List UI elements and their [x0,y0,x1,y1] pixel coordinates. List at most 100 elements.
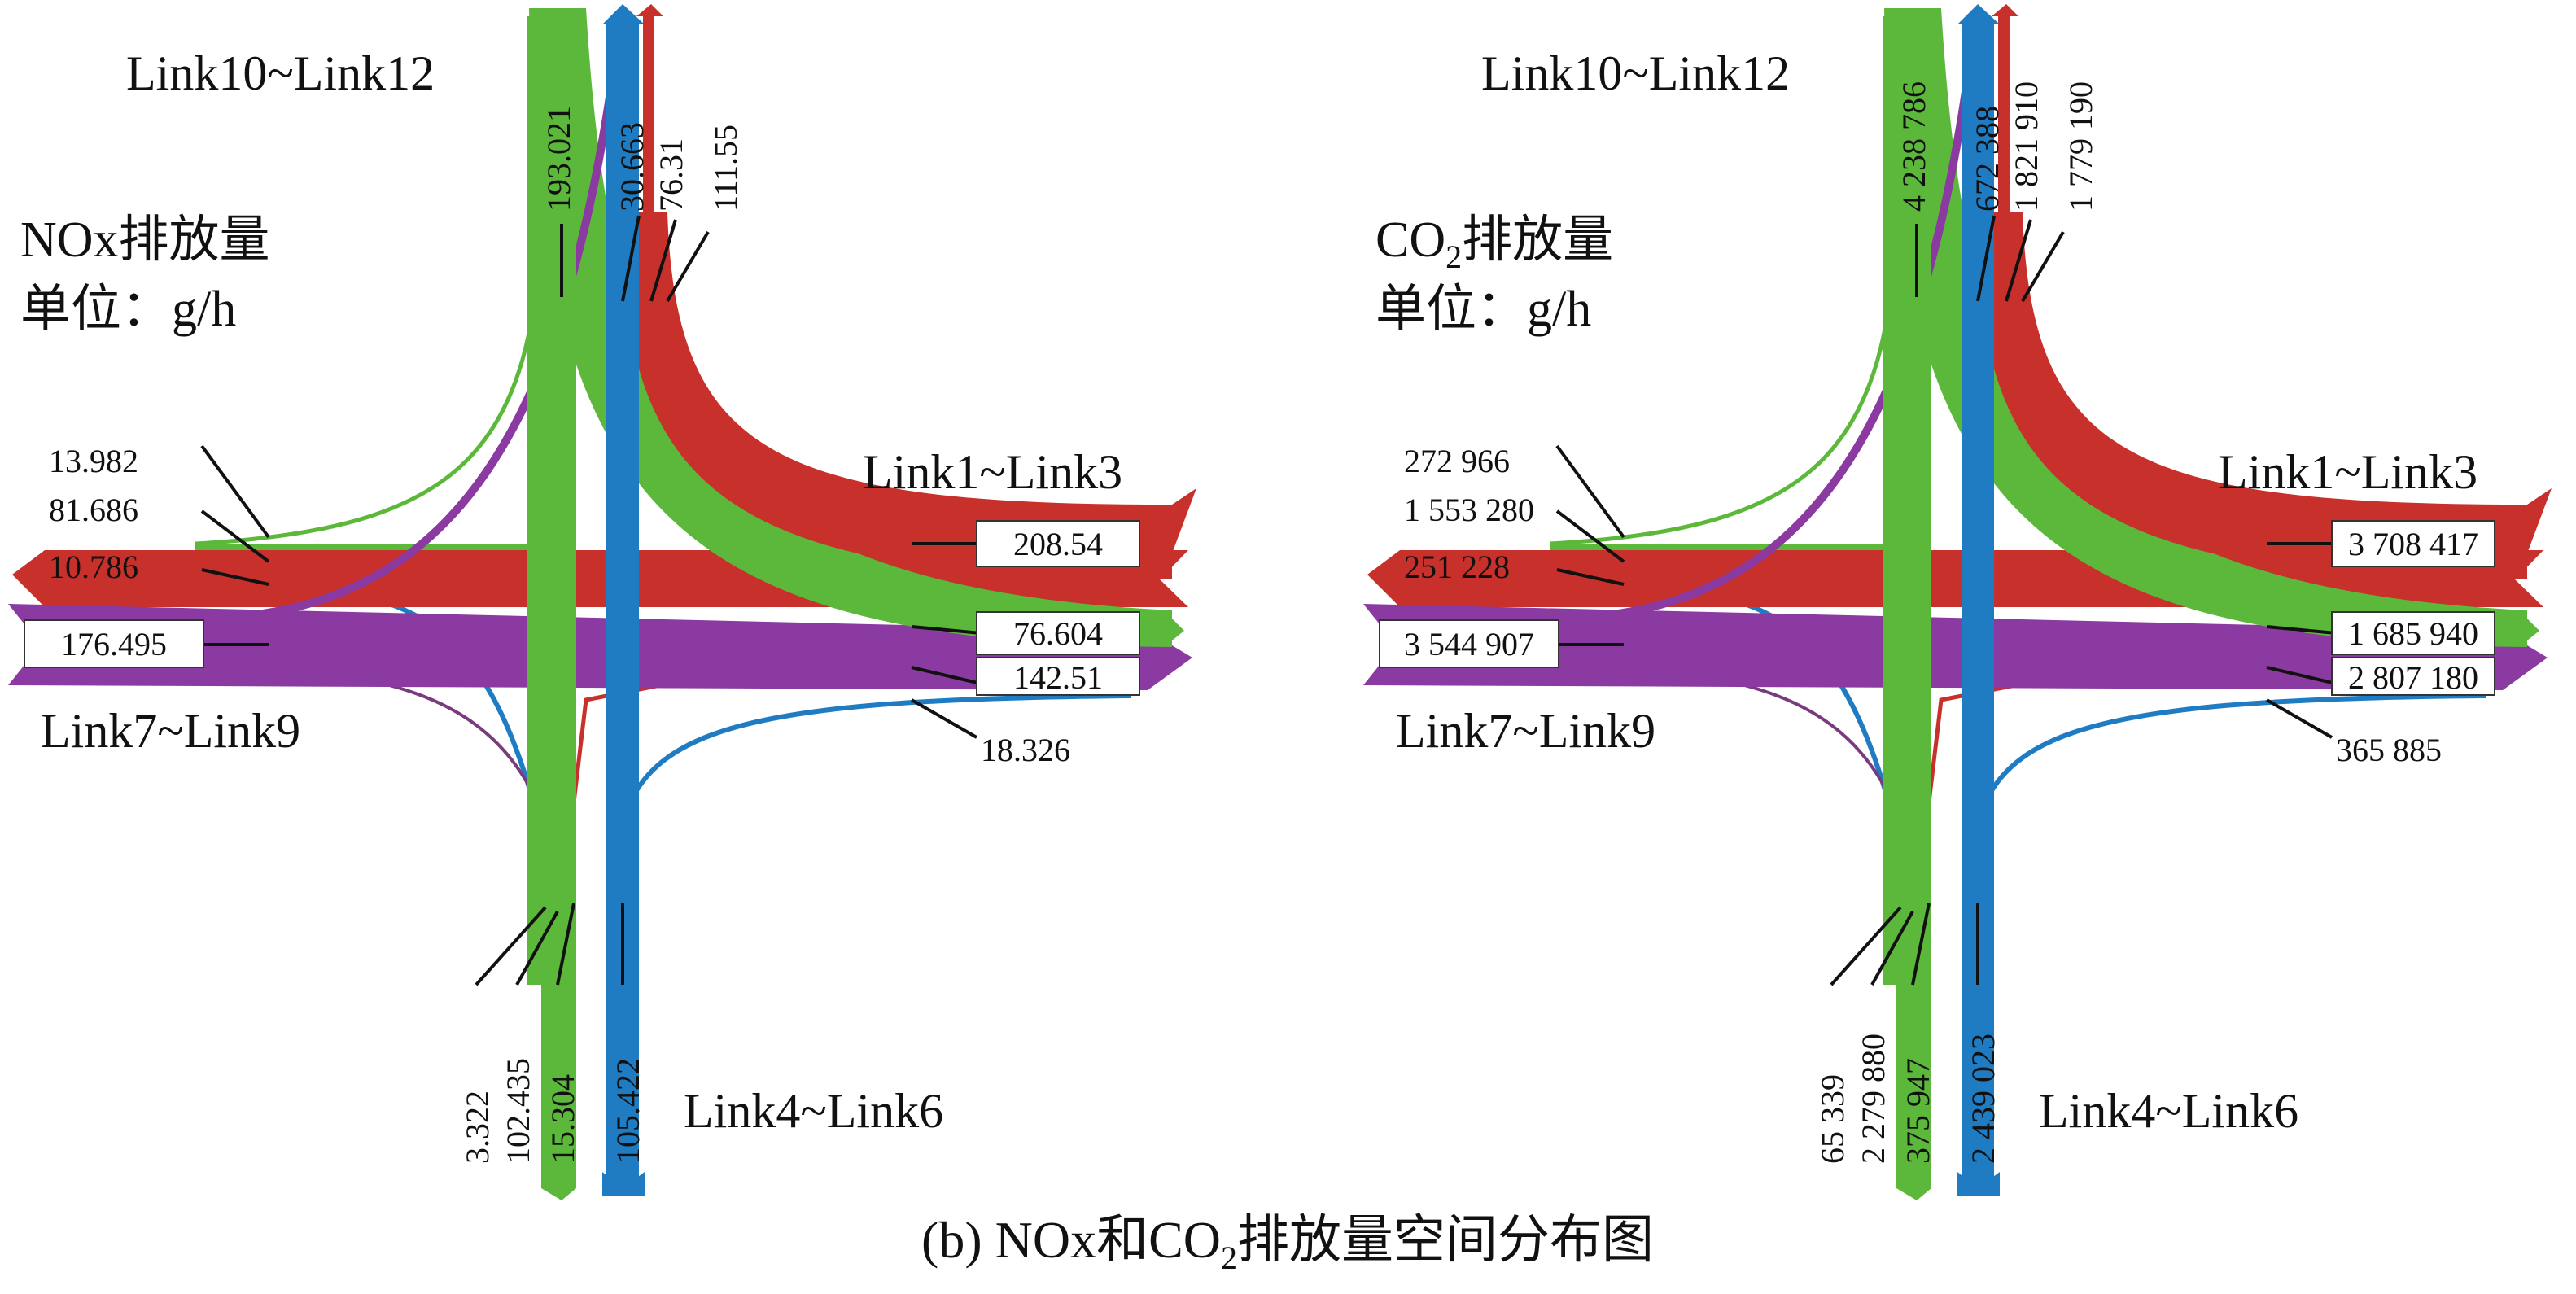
value-box-west-purple [1379,619,1559,668]
arrow-red-east [2527,488,2552,553]
value-east-purple: 142.51 [1013,659,1103,696]
title-suffix: 排放量 [1462,212,1613,268]
arrow-red-north [636,4,663,16]
flow-purple-west-north [195,32,623,623]
band-purple-eastbound [8,604,1192,690]
value-west-purple: 3 544 907 [1404,626,1534,662]
flow-purple-west-north [1550,32,1978,623]
caption-subscript: 2 [1221,1239,1237,1276]
value-west-green: 13.982 [49,443,138,479]
value-south-red: 15.304 [545,1074,581,1164]
leader-line [556,903,575,986]
value-east-purple: 2 807 180 [2348,659,2478,696]
value-south-green: 102.435 [500,1058,536,1164]
band-red-north-thin [1998,16,2010,220]
title-subscript: 2 [1445,238,1462,275]
title-main: CO [1375,212,1445,268]
leader-line [200,444,270,539]
value-north-green: 193.021 [540,106,577,212]
label-link-south: Link4~Link6 [684,1084,943,1138]
leader-line [2021,230,2065,303]
value-north-purple: 672 388 [1969,106,2005,212]
band-green-north-east [529,8,1172,647]
value-west-red: 1 553 280 [1404,492,1534,528]
figure-caption: (b) NOx和CO2排放量空间分布图 [921,1211,1654,1276]
band-green-north-east [1884,8,2527,647]
value-south-blue: 2 439 023 [1965,1034,2001,1164]
leader-line [666,230,710,303]
leader-line [1555,509,1625,563]
leader-line [201,568,269,586]
band-green-vertical [527,16,576,985]
leader-line [911,666,982,685]
panel-nox: 176.495208.5476.604142.5118.32613.98281.… [8,4,1196,1200]
arrow-green-east [2519,610,2539,647]
value-box-east-green [2331,611,2495,655]
arrow-green-south [541,985,576,1200]
value-south-blue: 105.422 [610,1058,646,1164]
flow-east-blue-curve [612,693,1132,884]
value-east-blue: 365 885 [2336,732,2442,768]
band-blue-northbound [606,24,639,1188]
band-purple-eastbound [1363,604,2548,690]
leader-line [911,625,982,635]
leader-line [1556,568,1625,586]
value-east-green: 76.604 [1013,615,1103,652]
value-north-blue: 76.31 [653,138,689,212]
leader-line [1555,444,1625,539]
panel-title: NOx排放量 [20,212,270,268]
arrow-blue-south-notch [602,1172,645,1196]
value-east-blue: 18.326 [981,732,1070,768]
value-north-green: 4 238 786 [1896,81,1932,212]
value-west-purple: 176.495 [61,626,167,662]
value-box-east-red [2331,520,2495,567]
leader-line [475,906,547,986]
value-north-blue: 1 821 910 [2008,81,2045,212]
band-red-north-thin [643,16,654,220]
label-link-east: Link1~Link3 [863,445,1122,499]
value-box-east-purple [2331,657,2495,696]
leader-line [1830,906,1902,986]
value-north-purple: 30.663 [614,122,650,212]
value-west-blue: 251 228 [1404,549,1510,585]
value-north-red: 1 779 190 [2062,81,2099,212]
leader-line [911,698,977,739]
value-box-east-red [976,520,1140,567]
label-link-north: Link10~Link12 [1481,46,1790,100]
flow-west-purple-thin [1550,664,1918,884]
arrow-green-south [1896,985,1931,1200]
band-green-west-thin [195,544,553,550]
flow-west-purple-thin [195,664,563,884]
value-north-red: 111.55 [707,125,744,212]
value-east-red: 208.54 [1013,526,1103,562]
title-main: NOx排放量 [20,212,270,268]
panel-unit: 单位：g/h [1375,282,1591,337]
label-link-west: Link7~Link9 [1396,704,1655,758]
band-blue-northbound [1962,24,1994,1188]
value-west-blue: 10.786 [49,549,138,585]
value-east-red: 3 708 417 [2348,526,2478,562]
label-link-east: Link1~Link3 [2218,445,2478,499]
arrow-blue-north [1957,4,2000,24]
label-link-north: Link10~Link12 [126,46,435,100]
label-link-west: Link7~Link9 [41,704,300,758]
value-box-east-purple [976,657,1140,696]
leader-line [2005,219,2032,302]
value-south-green: 2 279 880 [1855,1034,1892,1164]
value-box-east-green [976,611,1140,655]
leader-line [200,509,270,563]
leader-line [2266,698,2333,739]
band-red-north-east [619,212,1172,579]
panel-unit: 单位：g/h [20,282,236,337]
value-south-purple: 65 339 [1814,1074,1851,1164]
caption-prefix: (b) NOx和CO [921,1211,1221,1269]
band-green-vertical [1883,16,1931,985]
leader-line [1976,215,1996,302]
value-south-red: 375 947 [1900,1058,1936,1164]
value-east-green: 1 685 940 [2348,615,2478,652]
value-west-green: 272 966 [1404,443,1510,479]
value-box-west-purple [24,619,204,668]
panel-co2: 3 544 907 3 708 417 1 685 940 2 807 180 365 … [1363,4,2552,1200]
panel-title: CO2排放量 [1375,212,1613,275]
